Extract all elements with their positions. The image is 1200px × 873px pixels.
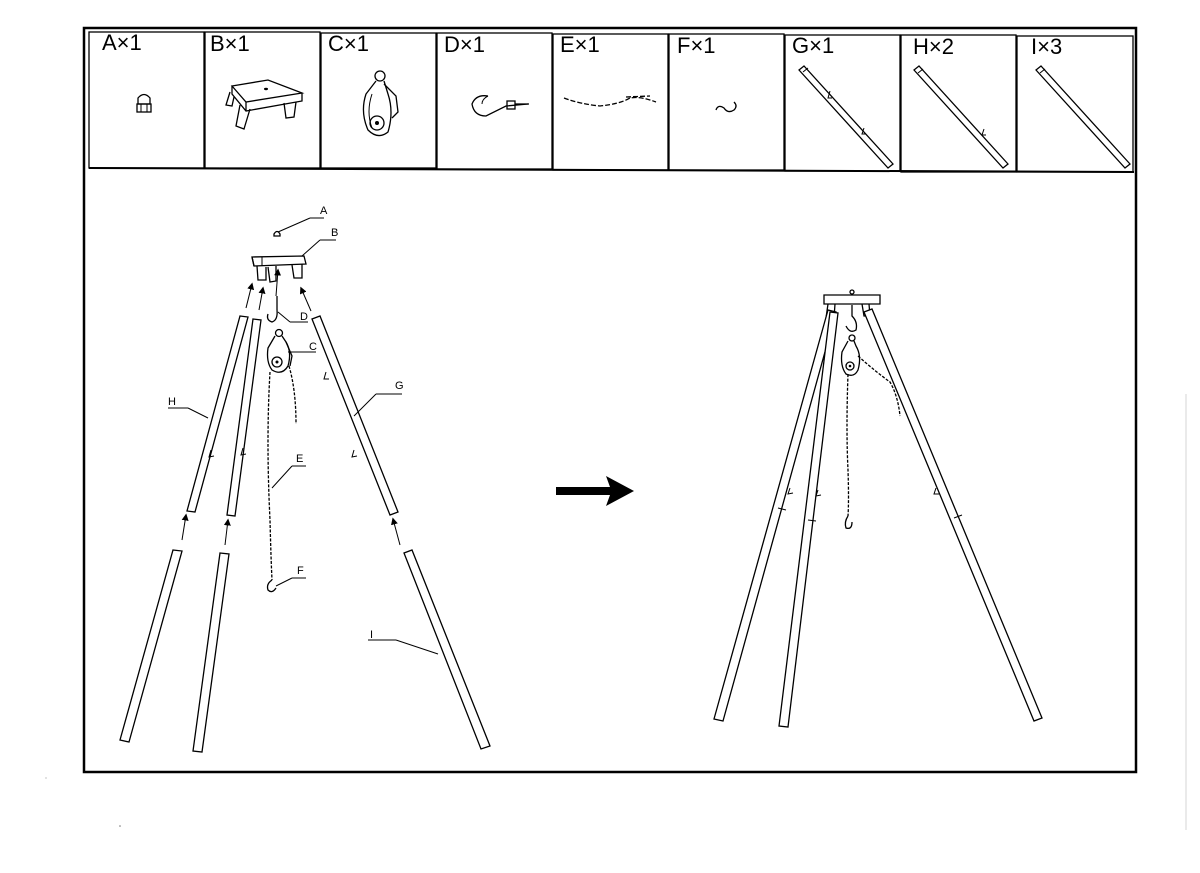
cap-nut-icon bbox=[136, 93, 152, 113]
part-label-d: D×1 bbox=[444, 32, 485, 57]
pole-with-hook-icon bbox=[913, 65, 1009, 169]
pole-i-left bbox=[119, 549, 183, 743]
callout-d: D bbox=[300, 311, 308, 323]
diagram-frame bbox=[82, 26, 1138, 774]
pole-h-middle bbox=[226, 318, 262, 517]
pole-i-right bbox=[403, 549, 491, 750]
part-label-e: E×1 bbox=[560, 32, 600, 57]
right-arrow-icon bbox=[556, 476, 634, 506]
hook-icon bbox=[471, 95, 529, 117]
assembled-leg-right bbox=[863, 308, 1043, 722]
callout-i: I bbox=[370, 629, 373, 641]
assembled-view bbox=[713, 289, 1043, 728]
pole-i-middle bbox=[192, 552, 230, 753]
parts-list: A×1 B×1 C×1 D×1 E×1 F×1 G×1 H×2 I×3 bbox=[88, 30, 1134, 173]
callout-c: C bbox=[309, 341, 317, 353]
callout-f: F bbox=[297, 565, 304, 577]
part-label-a: A×1 bbox=[102, 30, 142, 55]
callout-b: B bbox=[331, 227, 338, 239]
hook-d bbox=[266, 296, 278, 323]
part-label-g: G×1 bbox=[792, 33, 834, 58]
plain-pole-icon bbox=[1035, 65, 1131, 169]
pulley-c bbox=[266, 328, 293, 373]
callout-h: H bbox=[168, 396, 176, 408]
tripod-head-icon bbox=[225, 79, 305, 130]
callout-e: E bbox=[296, 453, 303, 465]
part-label-b: B×1 bbox=[210, 31, 250, 56]
tripod-head-b bbox=[251, 255, 307, 283]
pole-with-two-hooks-icon bbox=[798, 65, 894, 169]
part-label-i: I×3 bbox=[1031, 34, 1062, 59]
chain-e bbox=[267, 365, 297, 581]
chain-icon bbox=[563, 95, 657, 107]
callout-a: A bbox=[320, 205, 328, 217]
cap-nut-a bbox=[273, 230, 281, 237]
part-label-f: F×1 bbox=[677, 33, 716, 58]
part-label-c: C×1 bbox=[328, 31, 369, 56]
pulley-icon bbox=[362, 70, 399, 137]
pole-h-left bbox=[186, 315, 249, 513]
part-label-h: H×2 bbox=[913, 34, 954, 59]
callout-g: G bbox=[395, 380, 404, 392]
exploded-view: A B D C G H E F I bbox=[119, 205, 491, 753]
assembled-leg-left bbox=[713, 309, 837, 722]
assembled-leg-middle bbox=[778, 311, 839, 728]
s-hook-f bbox=[266, 579, 277, 593]
s-hook-icon bbox=[715, 101, 737, 113]
